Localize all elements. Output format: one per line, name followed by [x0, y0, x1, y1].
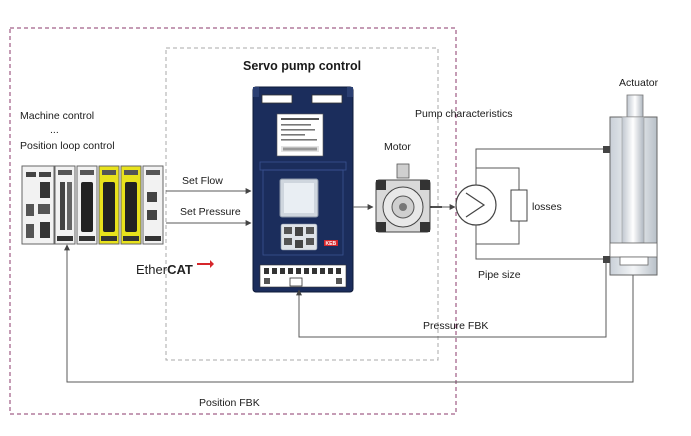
ethercat-suffix: CAT [167, 262, 193, 277]
set-pressure-label: Set Pressure [180, 206, 241, 218]
pipe-size-label: Pipe size [478, 269, 521, 281]
motor-label: Motor [384, 141, 411, 153]
position-fbk-line [64, 244, 634, 383]
lower-hydraulic-line [475, 225, 603, 260]
ethercat-logo: EtherCAT [136, 260, 214, 277]
losses-label: losses [532, 201, 562, 213]
set-flow-label: Set Flow [182, 175, 223, 187]
upper-hydraulic-line [475, 148, 603, 185]
controller-rack [21, 165, 164, 245]
losses-box [510, 189, 528, 222]
pressure-fbk-label: Pressure FBK [423, 320, 488, 332]
losses-branch [476, 167, 520, 190]
position-loop-label: Position loop control [20, 140, 115, 152]
machine-control-label: Machine control [20, 110, 94, 122]
motor-icon [375, 163, 442, 233]
servo-drive: KEB [252, 86, 354, 293]
pressure-fbk-line [296, 263, 607, 338]
outer-dashed-frame [9, 27, 457, 415]
actuator-label: Actuator [619, 77, 659, 89]
pump-symbol [455, 184, 497, 226]
ethercat-prefix: Ether [136, 262, 168, 277]
ellipsis-label: ... [50, 124, 59, 136]
losses-branch-bottom [476, 221, 520, 245]
position-fbk-label: Position FBK [199, 397, 260, 409]
actuator-cylinder [603, 94, 658, 276]
servo-dashed-frame [165, 47, 439, 361]
drive-brand: KEB [326, 241, 337, 247]
svg-text:EtherCAT: EtherCAT [136, 262, 193, 277]
pump-characteristics-label: Pump characteristics [415, 108, 512, 120]
servo-title: Servo pump control [243, 59, 361, 73]
